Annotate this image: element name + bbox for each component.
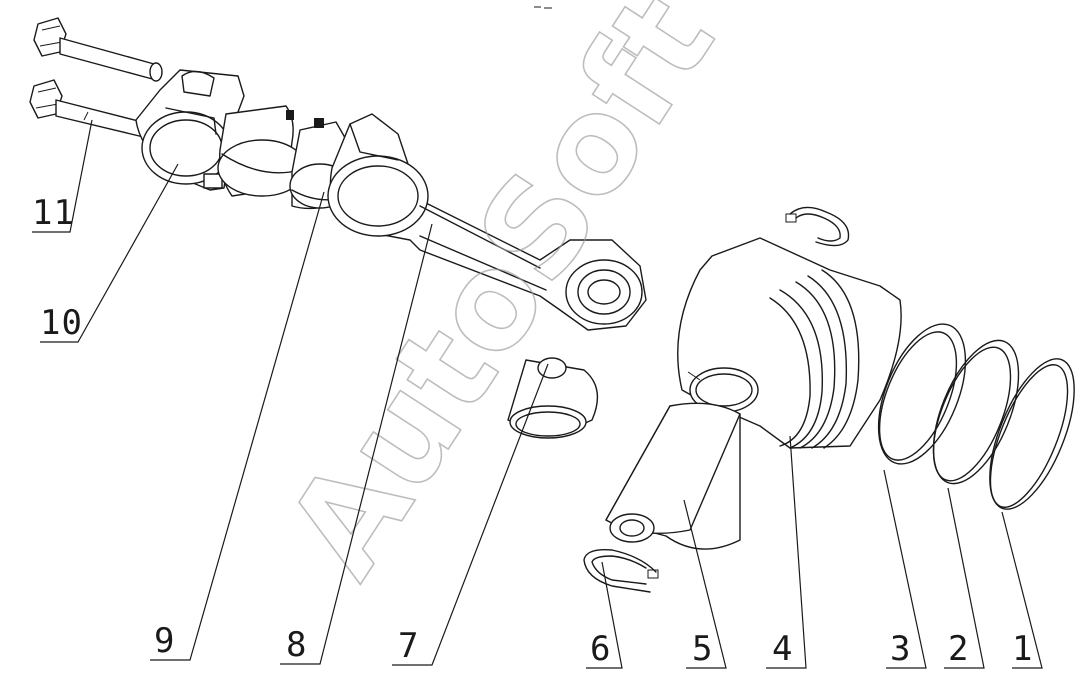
- callout-1: 1: [1012, 629, 1033, 669]
- piston-pin: [605, 402, 741, 550]
- callout-8: 8: [286, 625, 307, 665]
- lower-bearing-shell: [217, 105, 307, 197]
- callout-5: 5: [692, 629, 713, 669]
- callout-labels: 1 2 3 4 5 6 7 8 9 10 11: [32, 193, 1033, 669]
- callout-10: 10: [40, 303, 83, 343]
- connecting-rod-bolt-lower: [29, 79, 157, 141]
- callout-3: 3: [890, 629, 911, 669]
- piston-ring-2: [932, 339, 1020, 485]
- piston: [677, 237, 902, 449]
- rod-cap: [135, 69, 245, 191]
- callout-2: 2: [948, 629, 969, 669]
- callout-9: 9: [154, 621, 175, 661]
- callout-6: 6: [590, 629, 611, 669]
- piston-ring-3: [877, 323, 967, 465]
- connecting-rod: [327, 113, 647, 331]
- leader-lines: [32, 119, 1043, 669]
- callout-7: 7: [398, 626, 419, 666]
- connecting-rod-bolt-upper: [33, 17, 163, 82]
- callout-11: 11: [32, 193, 75, 233]
- piston-ring-1: [989, 358, 1075, 510]
- snap-ring-upper: [785, 206, 850, 247]
- callout-4: 4: [772, 629, 793, 669]
- top-mark: [534, 6, 552, 9]
- snap-ring-lower: [583, 549, 659, 593]
